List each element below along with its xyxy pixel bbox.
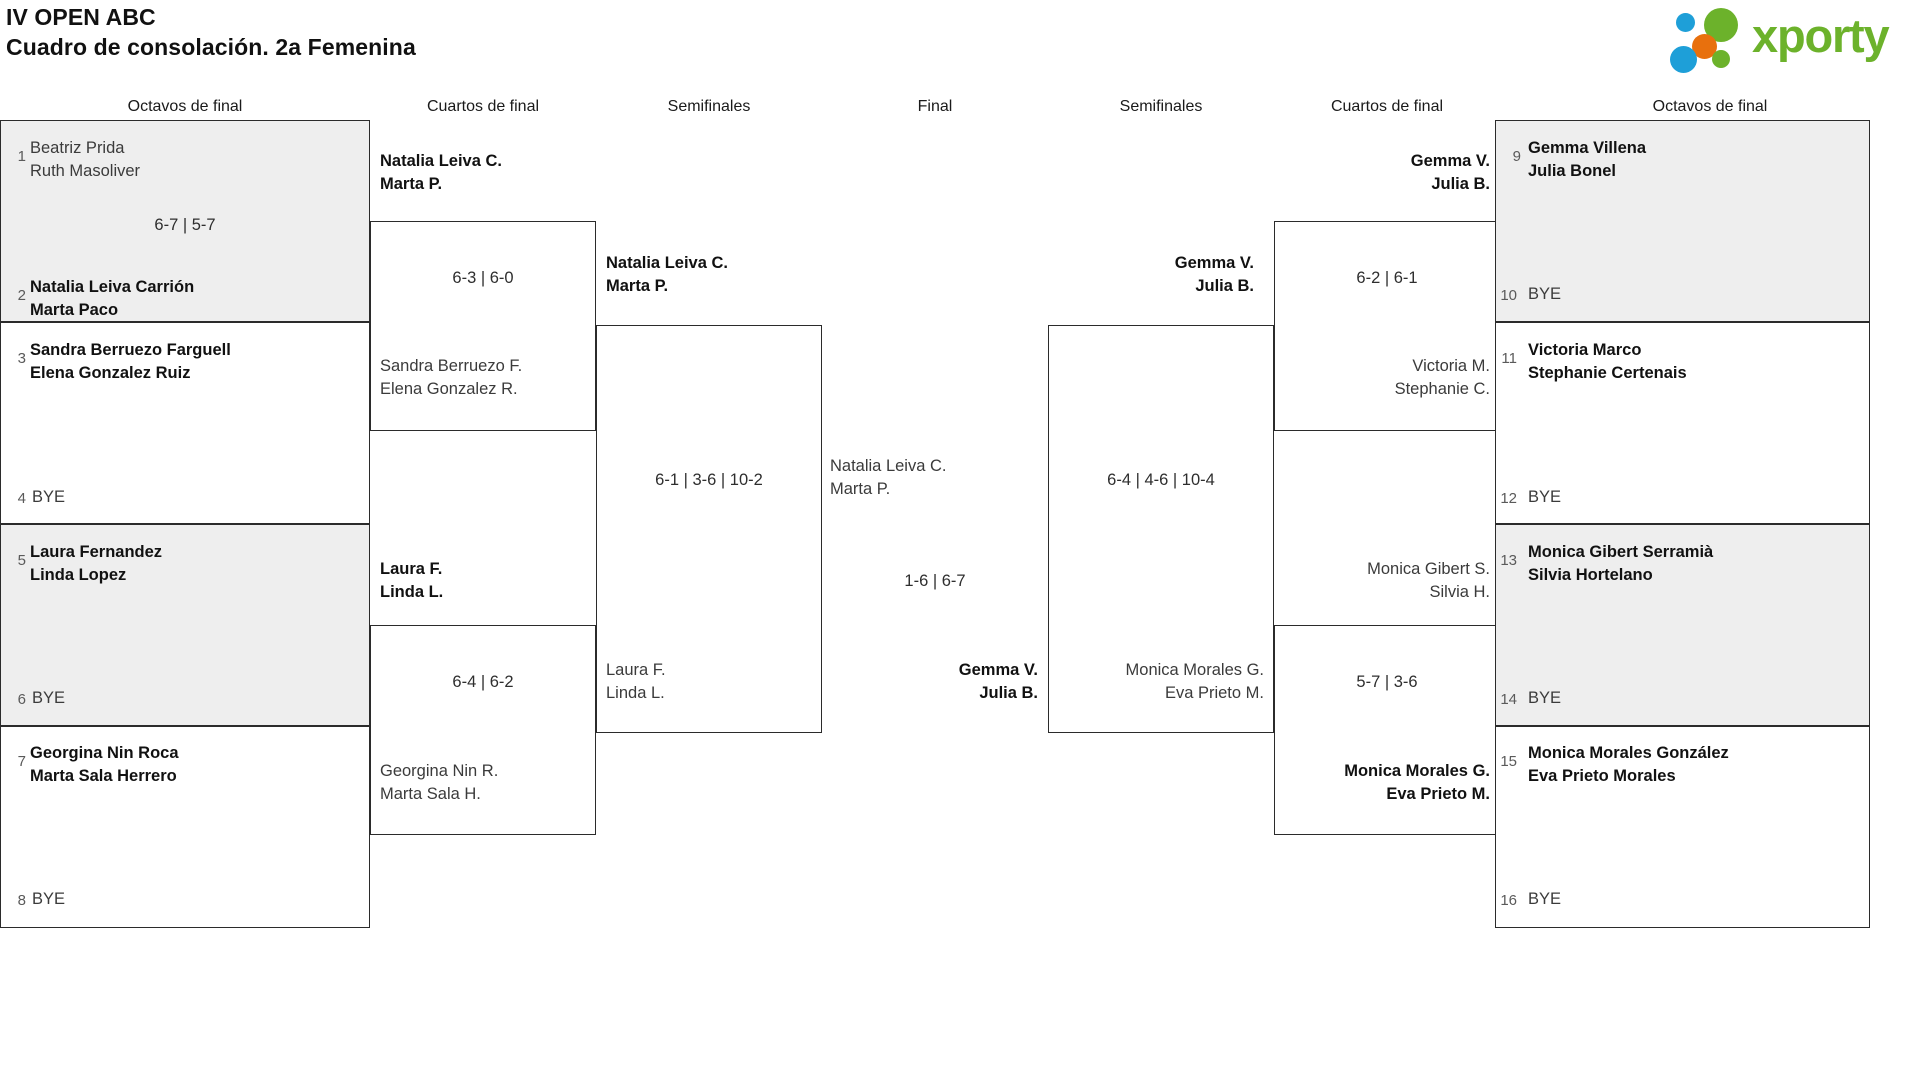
seed-number: 12: [1500, 490, 1517, 507]
round-header-right-r16: Octavos de final: [1652, 98, 1768, 115]
team-right-qf-1: Gemma V. Julia B.: [1410, 152, 1490, 193]
team-right-qf-4: Monica Morales G. Eva Prieto M.: [1344, 762, 1490, 803]
match-cell-left-4[interactable]: [0, 726, 370, 928]
logo-dot-blue-large-icon: [1670, 46, 1697, 73]
team-right-qf-2: Victoria M. Stephanie C.: [1394, 357, 1490, 398]
page-title: IV OPEN ABC Cuadro de consolación. 2a Fe…: [6, 2, 416, 62]
team-right-r16-11: Victoria Marco Stephanie Certenais: [1528, 341, 1687, 382]
team-right-sf-2: Monica Morales G. Eva Prieto M.: [1125, 661, 1264, 702]
seed-number: 13: [1500, 552, 1517, 569]
logo-dots-icon: [1670, 8, 1756, 73]
score-right-qf-1: 6-2 | 6-1: [1356, 269, 1418, 287]
logo-dot-green-small-icon: [1712, 50, 1730, 68]
match-cell-left-2[interactable]: [0, 322, 370, 524]
logo-wordmark: xporty: [1752, 9, 1890, 62]
team-right-r16-15: Monica Morales González Eva Prieto Moral…: [1528, 744, 1729, 785]
team-left-r16-5: Laura Fernandez Linda Lopez: [30, 543, 163, 584]
team-right-r16-9: Gemma Villena Julia Bonel: [1528, 139, 1647, 180]
score-right-sf: 6-4 | 4-6 | 10-4: [1107, 471, 1215, 489]
score-final: 1-6 | 6-7: [904, 572, 966, 590]
team-left-r16-3: Sandra Berruezo Farguell Elena Gonzalez …: [30, 341, 231, 382]
tournament-name: IV OPEN ABC: [6, 4, 156, 30]
logo-dot-blue-small-icon: [1676, 13, 1695, 32]
bracket-subtitle: Cuadro de consolación. 2a Femenina: [6, 34, 416, 60]
connector-left-qf-2: [370, 625, 596, 835]
team-left-sf-1: Natalia Leiva C. Marta P.: [606, 254, 728, 295]
connector-left-qf-1: [370, 221, 596, 431]
seed-number: 2: [17, 287, 26, 304]
team-left-qf-3: Laura F. Linda L.: [380, 560, 444, 601]
team-right-qf-3: Monica Gibert S. Silvia H.: [1367, 560, 1490, 601]
score-left-r16-1: 6-7 | 5-7: [154, 216, 216, 234]
round-header-left-qf: Cuartos de final: [426, 98, 540, 115]
bye-label: BYE: [1528, 285, 1562, 303]
score-left-qf-1: 6-3 | 6-0: [452, 269, 514, 287]
round-header-left-sf: Semifinales: [667, 98, 751, 115]
team-right-r16-13: Monica Gibert Serramià Silvia Hortelano: [1528, 543, 1714, 584]
seed-number: 9: [1512, 148, 1521, 165]
round-header-right-sf: Semifinales: [1119, 98, 1203, 115]
connector-right-sf: [1048, 325, 1274, 733]
connector-left-sf: [596, 325, 822, 733]
match-cell-left-3[interactable]: [0, 524, 370, 726]
team-right-sf-1: Gemma V. Julia B.: [1174, 254, 1254, 295]
round-header-right-qf: Cuartos de final: [1330, 98, 1444, 115]
bye-label: BYE: [1528, 689, 1562, 707]
match-cell-right-2[interactable]: [1495, 322, 1870, 524]
team-final-left: Natalia Leiva C. Marta P.: [830, 457, 947, 498]
xporty-logo[interactable]: xporty: [1670, 6, 1910, 73]
team-left-qf-2: Sandra Berruezo F. Elena Gonzalez R.: [380, 357, 523, 398]
team-left-sf-2: Laura F. Linda L.: [606, 661, 666, 702]
seed-number: 5: [17, 552, 26, 569]
bye-label: BYE: [32, 890, 66, 908]
bye-label: BYE: [1528, 890, 1562, 908]
seed-number: 7: [17, 753, 26, 770]
seed-number: 10: [1500, 287, 1517, 304]
team-left-r16-1: Beatriz Prida Ruth Masoliver: [30, 139, 141, 180]
match-cell-right-1[interactable]: [1495, 120, 1870, 322]
team-left-qf-1: Natalia Leiva C. Marta P.: [380, 152, 502, 193]
seed-number: 6: [17, 691, 26, 708]
round-header-final: Final: [917, 98, 953, 115]
round-header-left-r16: Octavos de final: [127, 98, 243, 115]
seed-number: 1: [17, 148, 26, 165]
seed-number: 14: [1500, 691, 1517, 708]
match-cell-right-3[interactable]: [1495, 524, 1870, 726]
score-left-qf-2: 6-4 | 6-2: [452, 673, 514, 691]
seed-number: 16: [1500, 892, 1517, 909]
team-left-r16-2: Natalia Leiva Carrión Marta Paco: [30, 278, 195, 319]
match-cell-right-4[interactable]: [1495, 726, 1870, 928]
seed-number: 11: [1501, 350, 1517, 367]
team-final-right: Gemma V. Julia B.: [958, 661, 1038, 702]
bye-label: BYE: [32, 689, 66, 707]
team-left-qf-4: Georgina Nin R. Marta Sala H.: [380, 762, 499, 803]
match-cell-left-1[interactable]: [0, 120, 370, 322]
team-left-r16-7: Georgina Nin Roca Marta Sala Herrero: [30, 744, 179, 785]
score-right-qf-2: 5-7 | 3-6: [1356, 673, 1418, 691]
bye-label: BYE: [1528, 488, 1562, 506]
score-left-sf: 6-1 | 3-6 | 10-2: [655, 471, 763, 489]
seed-number: 3: [17, 350, 26, 367]
bye-label: BYE: [32, 488, 66, 506]
seed-number: 4: [17, 490, 26, 507]
seed-number: 15: [1500, 753, 1517, 770]
seed-number: 8: [17, 892, 26, 909]
